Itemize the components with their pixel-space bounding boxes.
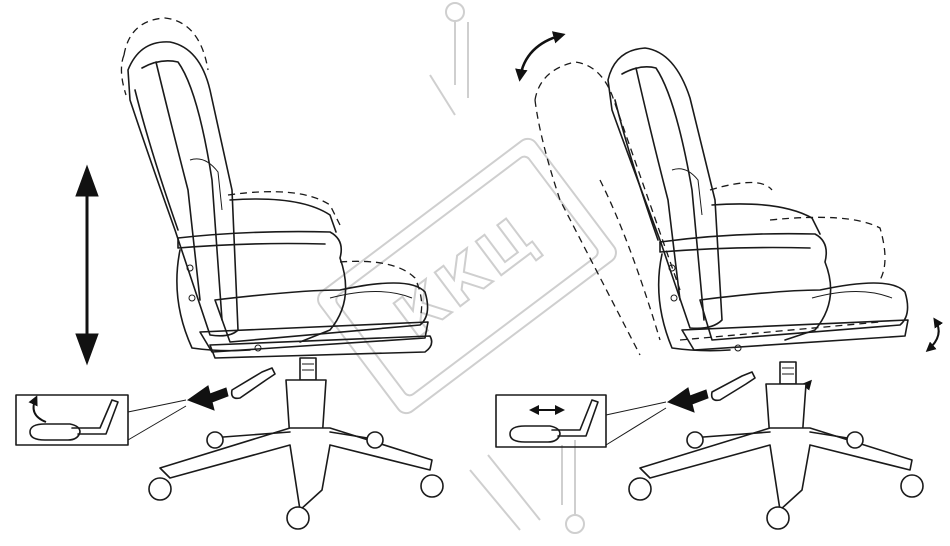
chair-backrest — [127, 41, 239, 337]
tilt-lock-detail-inset — [495, 394, 667, 448]
chair-seat-right — [681, 282, 909, 351]
gas-lift-detail-inset — [15, 394, 187, 446]
seat-height-diagram — [15, 17, 444, 530]
chair-base — [148, 357, 444, 530]
tilt-lock-lever-icon — [710, 371, 756, 402]
gas-lift-lever-icon — [230, 367, 276, 400]
chair-base-right — [628, 361, 924, 530]
chair-seat — [199, 282, 433, 359]
pointer-arrow-icon — [666, 387, 709, 413]
tilt-diagram — [495, 31, 944, 530]
up-down-arrow-icon — [75, 164, 99, 366]
pointer-arrow-icon — [186, 385, 229, 411]
watermark-text: ККЦ — [382, 200, 551, 351]
chair-armrest-right — [657, 203, 832, 352]
chair-armrest — [176, 198, 347, 352]
seat-tilt-arrow-icon — [925, 317, 944, 352]
chair-backrest-right — [607, 47, 723, 330]
watermark: ККЦ — [317, 2, 617, 534]
raised-position-outline — [120, 17, 423, 319]
tilt-curved-arrow-icon — [515, 31, 566, 82]
reclined-position-outline — [534, 61, 886, 356]
lever-lift-arrow-icon — [28, 395, 47, 423]
